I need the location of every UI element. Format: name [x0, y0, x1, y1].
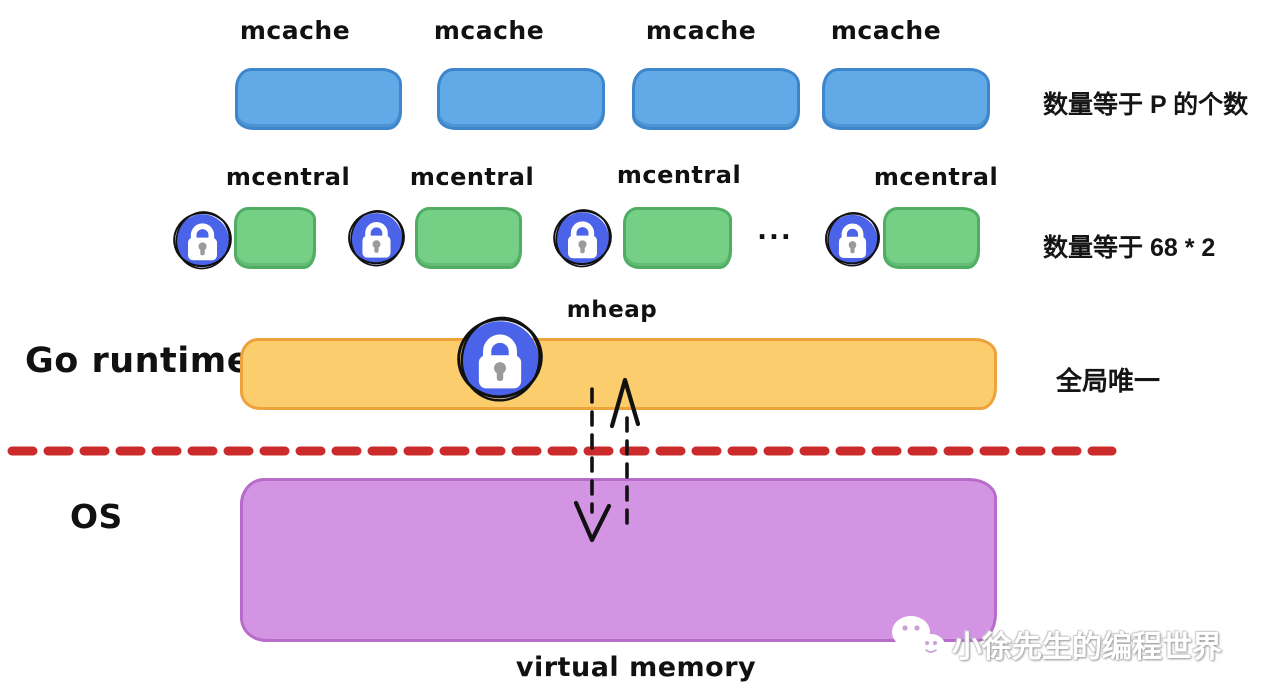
virtual-memory-box: [240, 478, 997, 642]
lock-icon: [823, 209, 882, 268]
mcentral-label: mcentral: [409, 163, 535, 191]
mcache-box: [235, 68, 402, 130]
mcentral-label: mcentral: [873, 163, 999, 191]
watermark-text: 小徐先生的编程世界: [952, 631, 1222, 664]
mcache-box: [822, 68, 990, 130]
mcache-box: [632, 68, 800, 130]
mheap-box: [240, 338, 997, 410]
mcache-label: mcache: [830, 16, 942, 45]
lock-icon: [454, 312, 546, 404]
mcentral-box: [623, 207, 732, 269]
mcache-count-note: 数量等于 P 的个数: [1043, 91, 1249, 119]
mcache-box: [437, 68, 605, 130]
mheap-note: 全局唯一: [1056, 366, 1161, 396]
mcache-label: mcache: [239, 16, 351, 45]
mcentral-label: mcentral: [616, 161, 742, 189]
wechat-icon: [888, 610, 950, 666]
mcentral-box: [883, 207, 980, 269]
lock-icon: [346, 207, 407, 268]
mcentral-box: [415, 207, 522, 269]
mcentral-ellipsis: ...: [757, 216, 793, 246]
mcentral-box: [234, 207, 316, 269]
mcache-label: mcache: [645, 16, 757, 45]
mcentral-label: mcentral: [225, 163, 351, 191]
mcache-label: mcache: [433, 16, 545, 45]
mcentral-count-note: 数量等于 68 * 2: [1043, 234, 1216, 262]
go-runtime-label: Go runtime: [25, 341, 251, 381]
os-label: OS: [70, 497, 123, 536]
mheap-label: mheap: [566, 297, 658, 323]
virtual-memory-label: virtual memory: [515, 652, 757, 683]
lock-icon: [551, 206, 614, 269]
lock-icon: [171, 208, 234, 271]
